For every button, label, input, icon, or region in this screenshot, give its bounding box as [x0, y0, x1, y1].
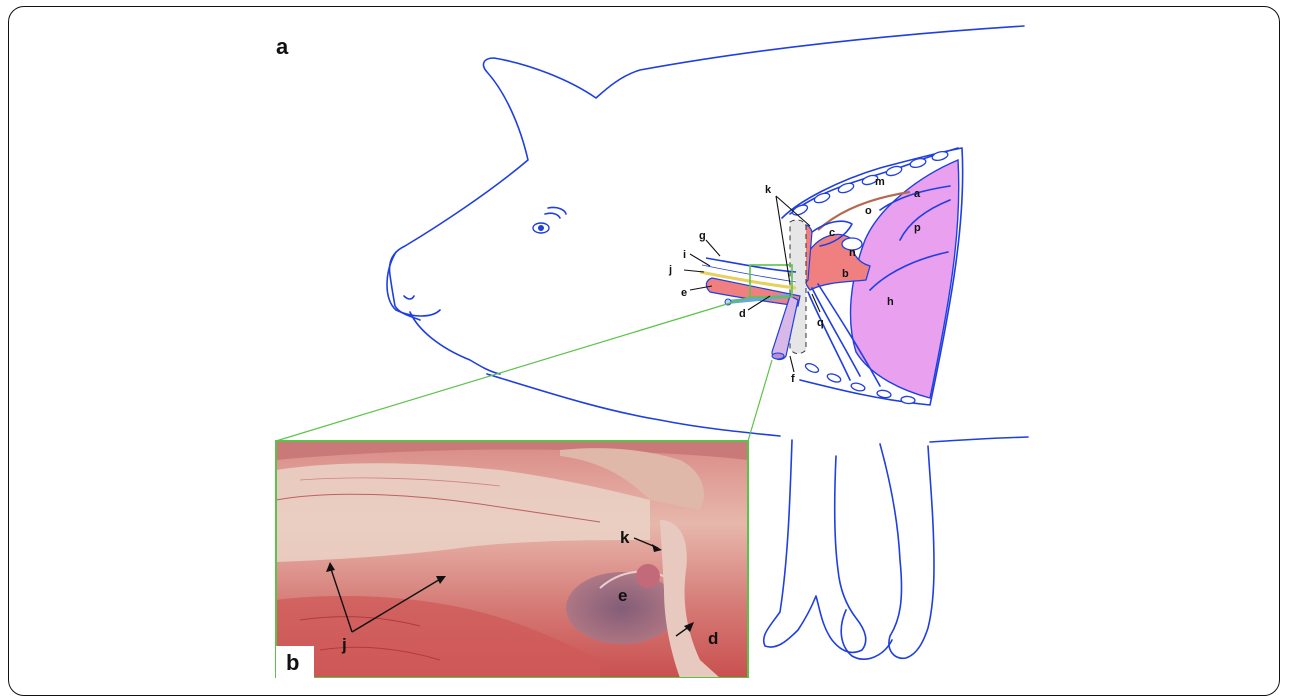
label-b: b — [842, 268, 849, 280]
pig-belly-line — [487, 374, 780, 436]
label-c: c — [829, 227, 835, 239]
label-p: p — [914, 222, 921, 234]
label-d: d — [739, 308, 746, 320]
panel-label-a: a — [276, 34, 289, 59]
pig-hoof — [841, 610, 892, 659]
pig-rear-leg — [880, 444, 934, 658]
anatomy-diagram: a — [0, 0, 1293, 678]
label-q: q — [817, 317, 824, 329]
label-m: m — [875, 176, 885, 188]
photo-label-e: e — [618, 586, 627, 605]
label-j: j — [668, 264, 672, 276]
label-h: h — [887, 296, 894, 308]
vessel-f-end — [772, 353, 784, 359]
pig-eyebrow — [545, 207, 566, 218]
label-e: e — [681, 287, 687, 299]
label-f: f — [791, 373, 795, 385]
pig-jaw — [410, 312, 500, 374]
zoom-line-left — [276, 297, 750, 441]
label-o: o — [865, 205, 872, 217]
label-k: k — [765, 184, 772, 196]
photo-label-j: j — [341, 635, 347, 654]
panel-label-b: b — [286, 650, 299, 675]
pig-nostril — [404, 296, 414, 299]
zoom-line-right — [748, 360, 772, 441]
photo-panel: k e j d b — [276, 441, 748, 678]
label-i: i — [683, 249, 686, 261]
pig-belly-rear — [930, 437, 1028, 442]
photo-label-d: d — [708, 629, 718, 648]
pig-front-leg — [764, 440, 866, 652]
photo-label-k: k — [620, 528, 630, 547]
label-g: g — [699, 230, 706, 242]
pig-pupil — [538, 225, 544, 231]
thorax-schematic: k m a o c p n b h q f g i j e d — [276, 148, 963, 441]
label-a: a — [914, 188, 921, 200]
label-n: n — [849, 247, 856, 259]
